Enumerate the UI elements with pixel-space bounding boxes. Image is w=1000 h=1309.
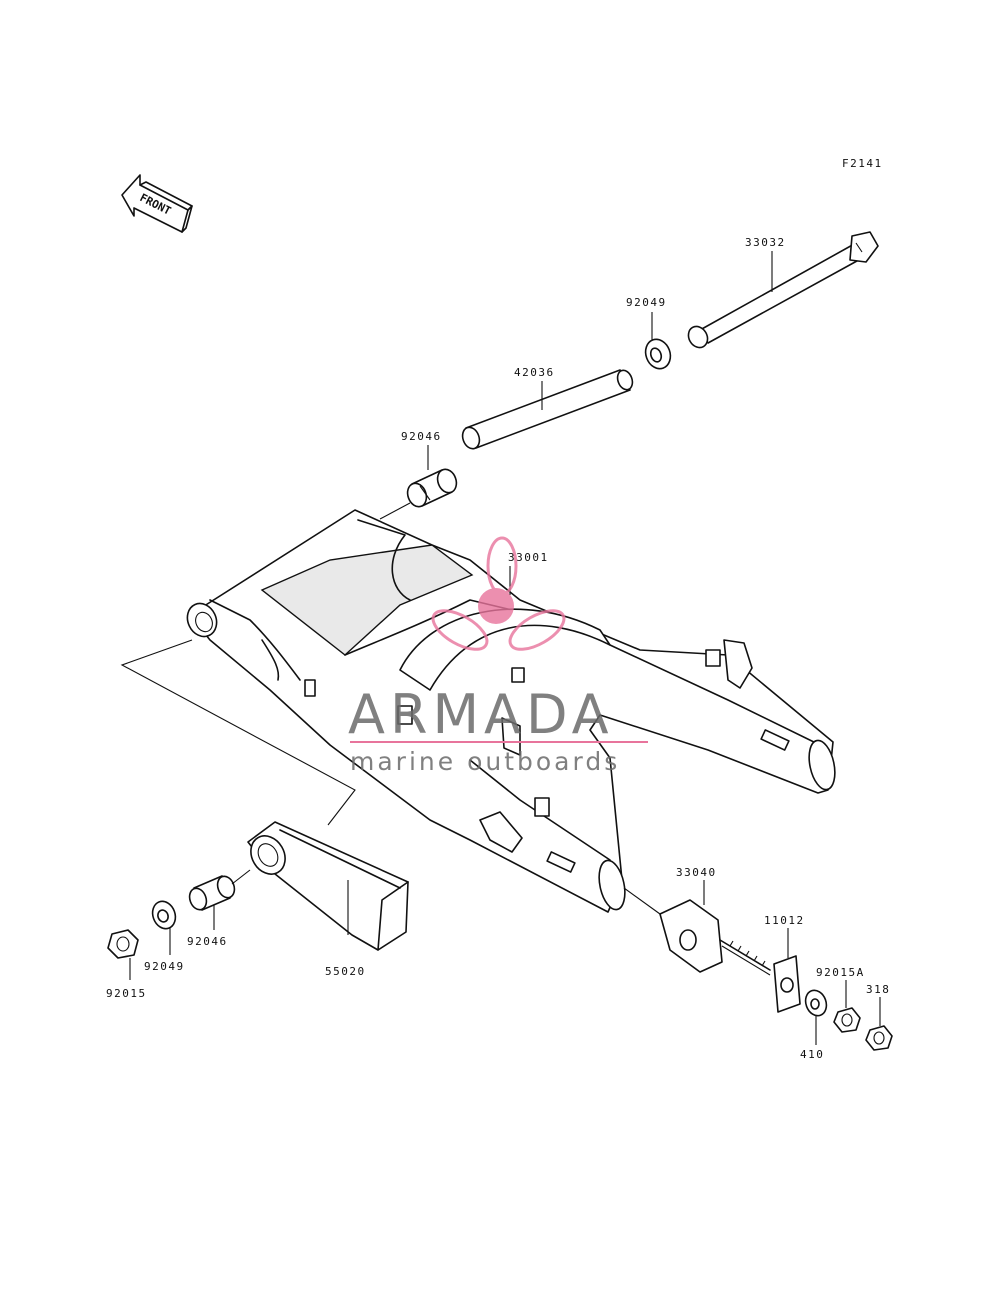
part-92015A-nut bbox=[833, 1007, 861, 1033]
watermark-brand: ARMADA bbox=[348, 683, 614, 746]
label-33040: 33040 bbox=[676, 866, 717, 879]
armada-watermark: ARMADA marine outboards bbox=[348, 536, 648, 776]
watermark-tagline: marine outboards bbox=[350, 747, 620, 776]
part-92046-bearing-bottom bbox=[188, 875, 236, 911]
part-318-nut bbox=[865, 1025, 893, 1051]
label-42036: 42036 bbox=[514, 366, 555, 379]
part-11012-plate bbox=[773, 955, 801, 1013]
part-92015-nut bbox=[107, 929, 139, 959]
diagram-code: F2141 bbox=[842, 157, 883, 170]
label-92046-top: 92046 bbox=[401, 430, 442, 443]
label-33032: 33032 bbox=[745, 236, 786, 249]
label-92046-bottom: 92046 bbox=[187, 935, 228, 948]
label-410: 410 bbox=[800, 1048, 824, 1061]
part-42036-sleeve bbox=[461, 369, 634, 450]
part-92049-washer-bottom bbox=[151, 900, 177, 930]
part-410-washer bbox=[804, 989, 828, 1017]
part-92046-bearing-top bbox=[406, 468, 458, 508]
part-92049-washer-top bbox=[644, 338, 672, 370]
label-33001: 33001 bbox=[508, 551, 549, 564]
label-318: 318 bbox=[866, 983, 890, 996]
part-55020-chain-guard bbox=[247, 821, 409, 951]
label-11012: 11012 bbox=[764, 914, 805, 927]
label-55020: 55020 bbox=[325, 965, 366, 978]
label-92049-top: 92049 bbox=[626, 296, 667, 309]
label-92015A: 92015A bbox=[816, 966, 865, 979]
part-33032-axle bbox=[687, 231, 879, 349]
part-33001-swingarm bbox=[186, 509, 836, 913]
part-33040-adjuster bbox=[659, 899, 771, 976]
propeller-logo-icon bbox=[431, 536, 566, 651]
label-92015: 92015 bbox=[106, 987, 147, 1000]
front-arrow-icon: FRONT bbox=[121, 174, 193, 233]
label-92049-bottom: 92049 bbox=[144, 960, 185, 973]
